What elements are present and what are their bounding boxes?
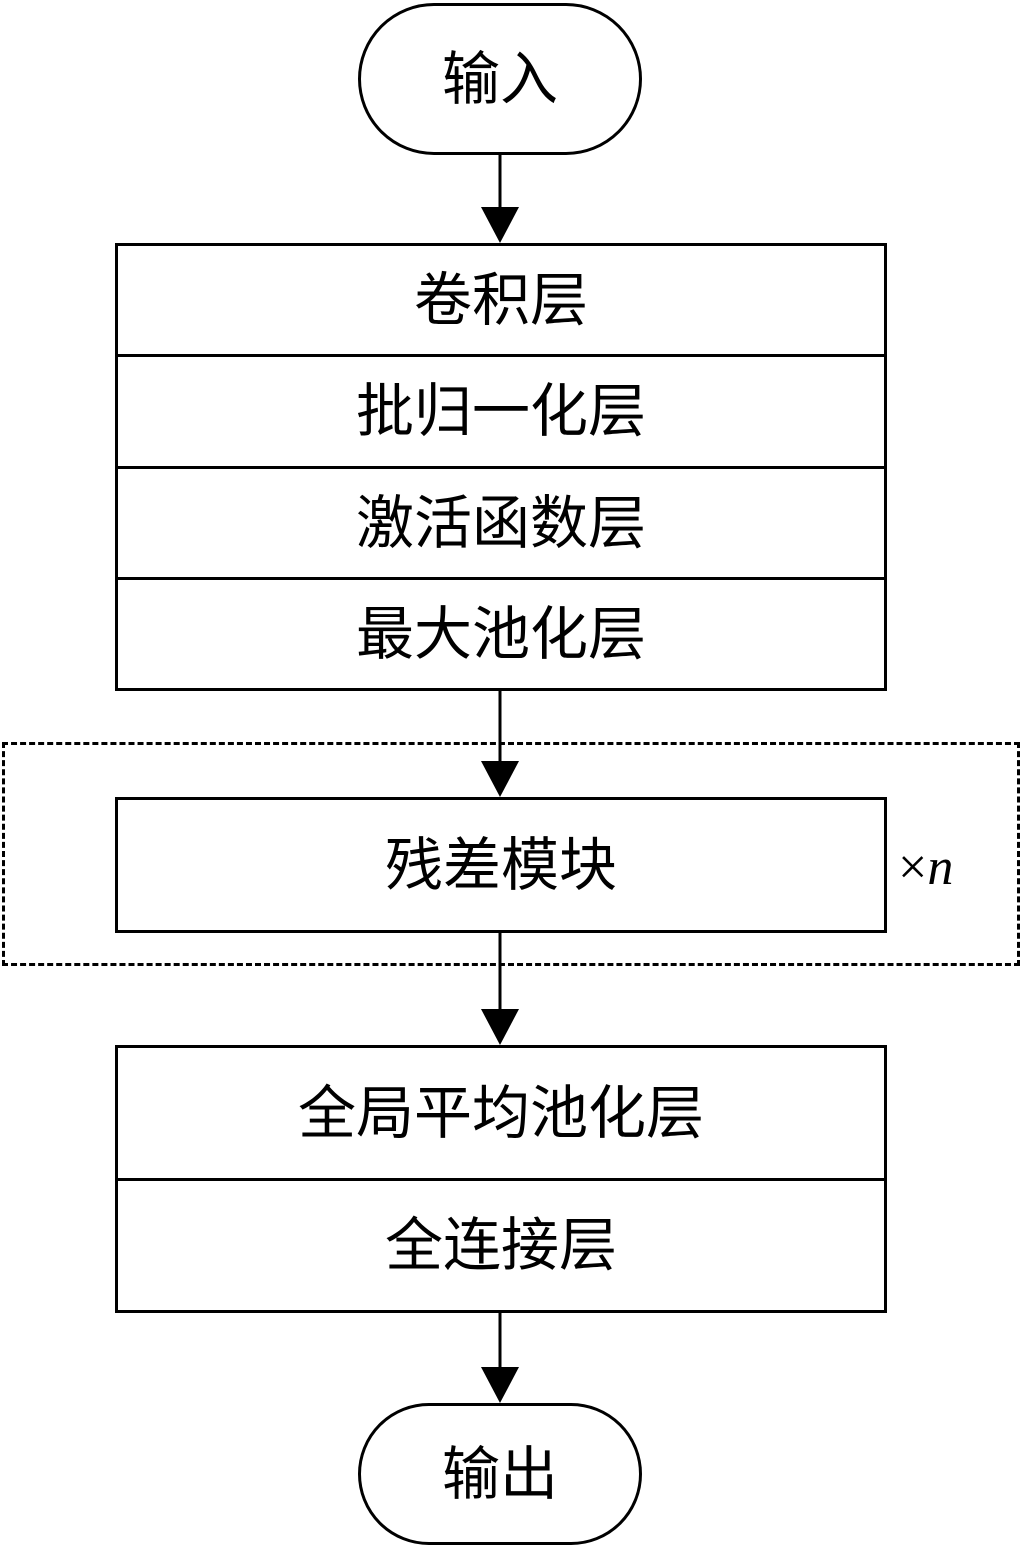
input-label: 输入: [441, 45, 558, 113]
repeat-variable: n: [927, 839, 954, 896]
fully-connected-layer: 全连接层: [118, 1177, 884, 1311]
input-terminal: 输入: [358, 3, 642, 155]
maxpool-layer: 最大池化层: [118, 576, 884, 688]
repeat-region: [2, 742, 1020, 966]
repeat-count: ×n: [898, 842, 953, 894]
activation-layer: 激活函数层: [118, 465, 884, 577]
conv-layer: 卷积层: [413, 266, 588, 335]
arrow-pool-to-residual: [481, 691, 519, 797]
times-symbol: ×: [898, 839, 928, 896]
arrow-fc-to-output: [481, 1313, 519, 1403]
output-terminal: 输出: [358, 1403, 642, 1545]
arrow-input-to-conv: [481, 155, 519, 243]
residual-module-label: 残差模块: [384, 831, 617, 899]
classifier-block: 全局平均池化层 全连接层: [115, 1045, 887, 1313]
output-label: 输出: [441, 1440, 558, 1508]
global-avgpool-layer: 全局平均池化层: [297, 1078, 704, 1147]
feature-extraction-block: 卷积层 批归一化层 激活函数层 最大池化层: [115, 243, 887, 691]
residual-module: 残差模块: [115, 797, 887, 933]
batchnorm-layer: 批归一化层: [118, 354, 884, 465]
arrow-residual-to-gap: [481, 933, 519, 1045]
